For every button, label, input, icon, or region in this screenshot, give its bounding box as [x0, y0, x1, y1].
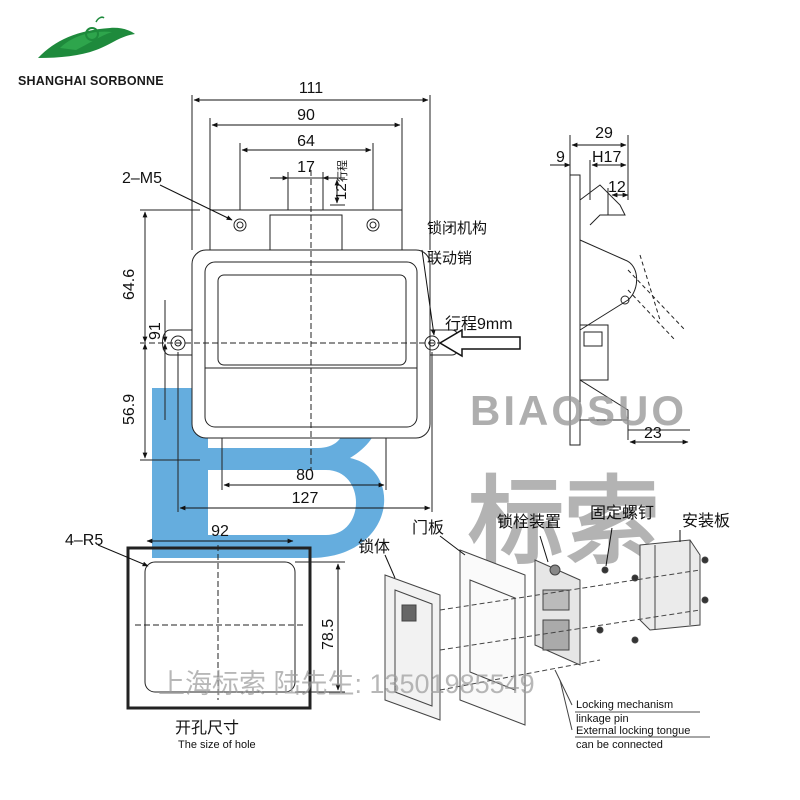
side-bottom: 23 [644, 425, 662, 442]
dim-width-inner: 90 [297, 107, 315, 124]
exploded-view [384, 539, 709, 731]
note-line-3: External locking tongue [576, 725, 690, 737]
cutout-dimension-arrows [97, 538, 341, 691]
brand-logo-icon [38, 16, 135, 58]
dim-height-lower: 56.9 [121, 394, 138, 425]
label-mounting-plate: 安装板 [682, 512, 730, 530]
dim-bottom-inner: 80 [296, 467, 314, 484]
dim-bolt-stroke: 12 [333, 183, 350, 200]
side-flange: 12 [608, 179, 626, 196]
thread-spec: 2–M5 [122, 170, 162, 187]
brand-name: SHANGHAI SORBONNE [18, 74, 164, 88]
stroke-label: 行程 [336, 160, 349, 182]
dim-height-total: 91 [147, 322, 164, 340]
cutout-title-cn: 开孔尺寸 [175, 719, 239, 737]
cutout-view [126, 545, 345, 710]
dim-bolt-spacing: 64 [297, 133, 315, 150]
side-handle-height: H17 [592, 149, 621, 166]
cutout-height: 78.5 [320, 619, 337, 650]
note-line-2: linkage pin [576, 713, 629, 725]
watermark-brand-en: BIAOSUO [470, 387, 687, 434]
label-linkage-pin: 联动销 [427, 250, 472, 267]
cutout-title-en: The size of hole [178, 739, 256, 751]
label-travel: 行程9mm [445, 315, 513, 333]
dim-width-overall: 111 [299, 80, 323, 97]
cutout-width: 92 [211, 523, 229, 540]
note-line-4: can be connected [576, 739, 663, 751]
front-dimension-arrows [159, 97, 436, 511]
label-fixing-screw: 固定螺钉 [590, 504, 654, 522]
label-lock-body: 锁体 [358, 538, 390, 556]
watermark-contact: 上海标索 陆先生: 13501985549 [158, 669, 535, 699]
label-bolt-device: 锁栓装置 [497, 513, 561, 531]
dim-bottom-outer: 127 [292, 490, 319, 507]
exploded-leader-lines [384, 527, 681, 579]
side-offset: 9 [556, 149, 565, 166]
watermark-brand-cn: 标索 [468, 469, 660, 576]
dim-bolt-width: 17 [297, 159, 315, 176]
front-view [140, 95, 470, 512]
side-view [569, 135, 690, 446]
dim-height-upper: 64.6 [121, 269, 138, 300]
label-door-panel: 门板 [412, 519, 444, 537]
cutout-radius: 4–R5 [65, 532, 103, 549]
note-line-1: Locking mechanism [576, 699, 673, 711]
side-dimension-arrows [550, 142, 689, 445]
label-locking-mechanism: 锁闭机构 [427, 220, 487, 237]
travel-arrow-icon [438, 328, 521, 358]
side-depth-total: 29 [595, 125, 613, 142]
